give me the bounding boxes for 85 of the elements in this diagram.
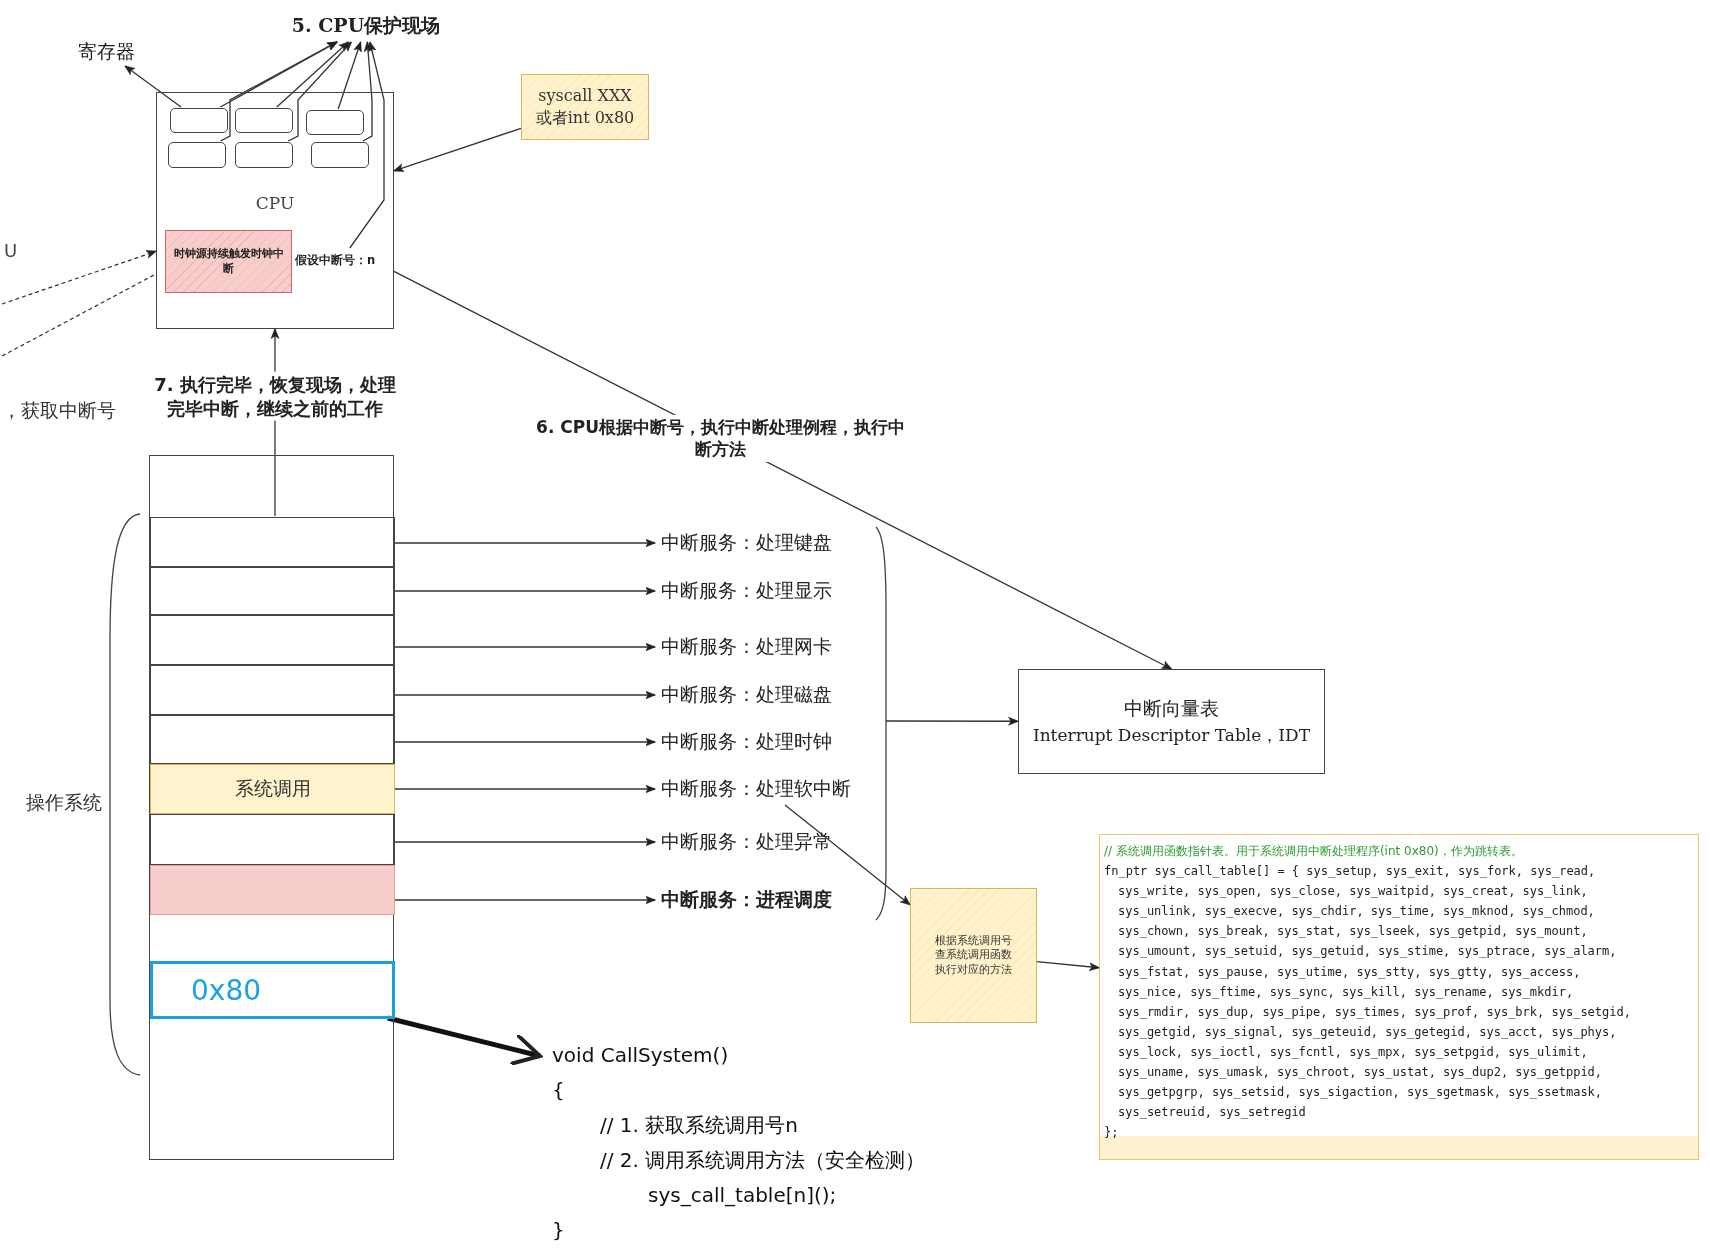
- service-label: 中断服务：处理软中断: [661, 776, 851, 801]
- arrow: [287, 41, 352, 142]
- service-label: 中断服务：处理磁盘: [661, 682, 832, 707]
- memory-slot: [150, 567, 395, 615]
- code-line: sys_umount, sys_setuid, sys_getuid, sys_stime, sys_ptrace, sys_alarm,: [1117, 943, 1618, 961]
- syscall-note: [521, 74, 649, 140]
- memory-slot: [150, 961, 395, 1019]
- arrow: [393, 690, 656, 700]
- memory-slot: [150, 715, 395, 764]
- connector-line: [1, 273, 157, 357]
- code-line: // 2. 调用系统调用方法（安全检测）: [599, 1147, 927, 1174]
- code-line: sys_fstat, sys_pause, sys_utime, sys_stty, sys_gtty, sys_access,: [1117, 963, 1582, 981]
- service-label: 中断服务：处理键盘: [661, 530, 832, 555]
- memory-slot: [150, 865, 395, 915]
- cpu-label: CPU: [254, 193, 296, 213]
- arrow: [349, 41, 385, 249]
- code-line: sys_uname, sys_umask, sys_chroot, sys_ustat, sys_dup2, sys_getppid,: [1117, 1064, 1604, 1082]
- service-label: 中断服务：处理网卡: [661, 634, 832, 659]
- idt-box: [1018, 669, 1325, 774]
- memory-slot: [150, 665, 395, 715]
- register-box: [311, 142, 369, 168]
- memory-slot: [150, 517, 395, 567]
- code-line: sys_nice, sys_ftime, sys_sync, sys_kill, sys_rename, sys_mkdir,: [1117, 983, 1575, 1001]
- node-label: 5. CPU保护现场: [291, 13, 441, 38]
- arrow: [1036, 961, 1100, 972]
- code-line: }: [552, 1217, 566, 1244]
- code-line: fn_ptr sys_call_table[] = { sys_setup, sys_exit, sys_fork, sys_read,: [1104, 863, 1597, 881]
- cpu-box: [156, 92, 394, 329]
- node-label: 寄存器: [77, 39, 135, 64]
- clock-interrupt-box: [165, 230, 292, 293]
- code-panel: [1099, 834, 1699, 1160]
- arrow: [784, 804, 911, 906]
- node-label: 中断向量表: [1124, 696, 1219, 721]
- code-line: sys_getpgrp, sys_setsid, sys_sigaction, sys_sgetmask, sys_ssetmask,: [1117, 1084, 1604, 1102]
- node-label: 假设中断号：n: [295, 252, 376, 268]
- arrow: [393, 895, 656, 905]
- node-sublabel: Interrupt Descriptor Table，IDT: [1032, 724, 1311, 747]
- lookup-note: [910, 888, 1037, 1023]
- memory-slot: [150, 615, 395, 665]
- arrow: [393, 784, 656, 794]
- arrow: [124, 65, 182, 108]
- arrow: [393, 127, 522, 172]
- code-line: sys_write, sys_open, sys_close, sys_waitpid, sys_creat, sys_link,: [1117, 883, 1589, 901]
- arrow: [393, 837, 656, 847]
- code-line: sys_lock, sys_ioctl, sys_fcntl, sys_mpx, sys_setpgid, sys_ulimit,: [1117, 1043, 1589, 1061]
- arrow: [387, 1015, 542, 1066]
- code-line: sys_setreuid, sys_setregid: [1117, 1104, 1307, 1122]
- arrow: [393, 586, 656, 596]
- arrow: [393, 642, 656, 652]
- arrow: [393, 737, 656, 747]
- code-line: // 1. 获取系统调用号n: [599, 1112, 799, 1139]
- arrow: [337, 41, 362, 110]
- node-label: 0x80: [191, 973, 261, 1007]
- service-label: 中断服务：进程调度: [661, 887, 832, 912]
- node-label: syscall XXX 或者int 0x80: [534, 84, 636, 129]
- register-box: [235, 142, 293, 168]
- memory-slot: [150, 814, 395, 865]
- service-label: 中断服务：处理显示: [661, 578, 832, 603]
- arrow: [1, 250, 157, 305]
- register-box: [168, 142, 226, 168]
- arrow: [219, 41, 338, 142]
- node-label: 系统调用: [234, 776, 311, 801]
- arrow: [393, 538, 656, 548]
- code-line: // 系统调用函数指针表。用于系统调用中断处理程序(int 0x80)，作为跳转表。: [1104, 843, 1524, 860]
- arrow: [276, 41, 349, 108]
- code-line: {: [552, 1077, 566, 1104]
- code-line: sys_rmdir, sys_dup, sys_pipe, sys_times, sys_prof, sys_brk, sys_setgid,: [1117, 1003, 1632, 1021]
- code-line: };: [1104, 1124, 1120, 1142]
- node-label: 时钟源持续触发时钟中断: [172, 246, 285, 277]
- code-line: sys_call_table[n]();: [647, 1182, 838, 1209]
- code-line: void CallSystem(): [552, 1042, 730, 1069]
- memory-slot: [150, 764, 395, 814]
- code-line: sys_getgid, sys_signal, sys_geteuid, sys_getegid, sys_acct, sys_phys,: [1117, 1023, 1618, 1041]
- memory-stack: [149, 455, 394, 1160]
- node-label: 根据系统调用号查系统调用函数执行对应的方法: [934, 934, 1013, 977]
- register-box: [306, 110, 364, 135]
- code-line: sys_unlink, sys_execve, sys_chdir, sys_time, sys_mknod, sys_chmod,: [1117, 903, 1596, 921]
- arrow: [885, 716, 1019, 726]
- arrow: [219, 41, 338, 108]
- register-box: [170, 108, 228, 133]
- code-line: sys_chown, sys_break, sys_stat, sys_lseek, sys_getpid, sys_mount,: [1117, 923, 1589, 941]
- service-label: 中断服务：处理时钟: [661, 729, 832, 754]
- service-label: 中断服务：处理异常: [661, 829, 832, 854]
- arrow: [362, 41, 373, 142]
- register-box: [235, 108, 293, 133]
